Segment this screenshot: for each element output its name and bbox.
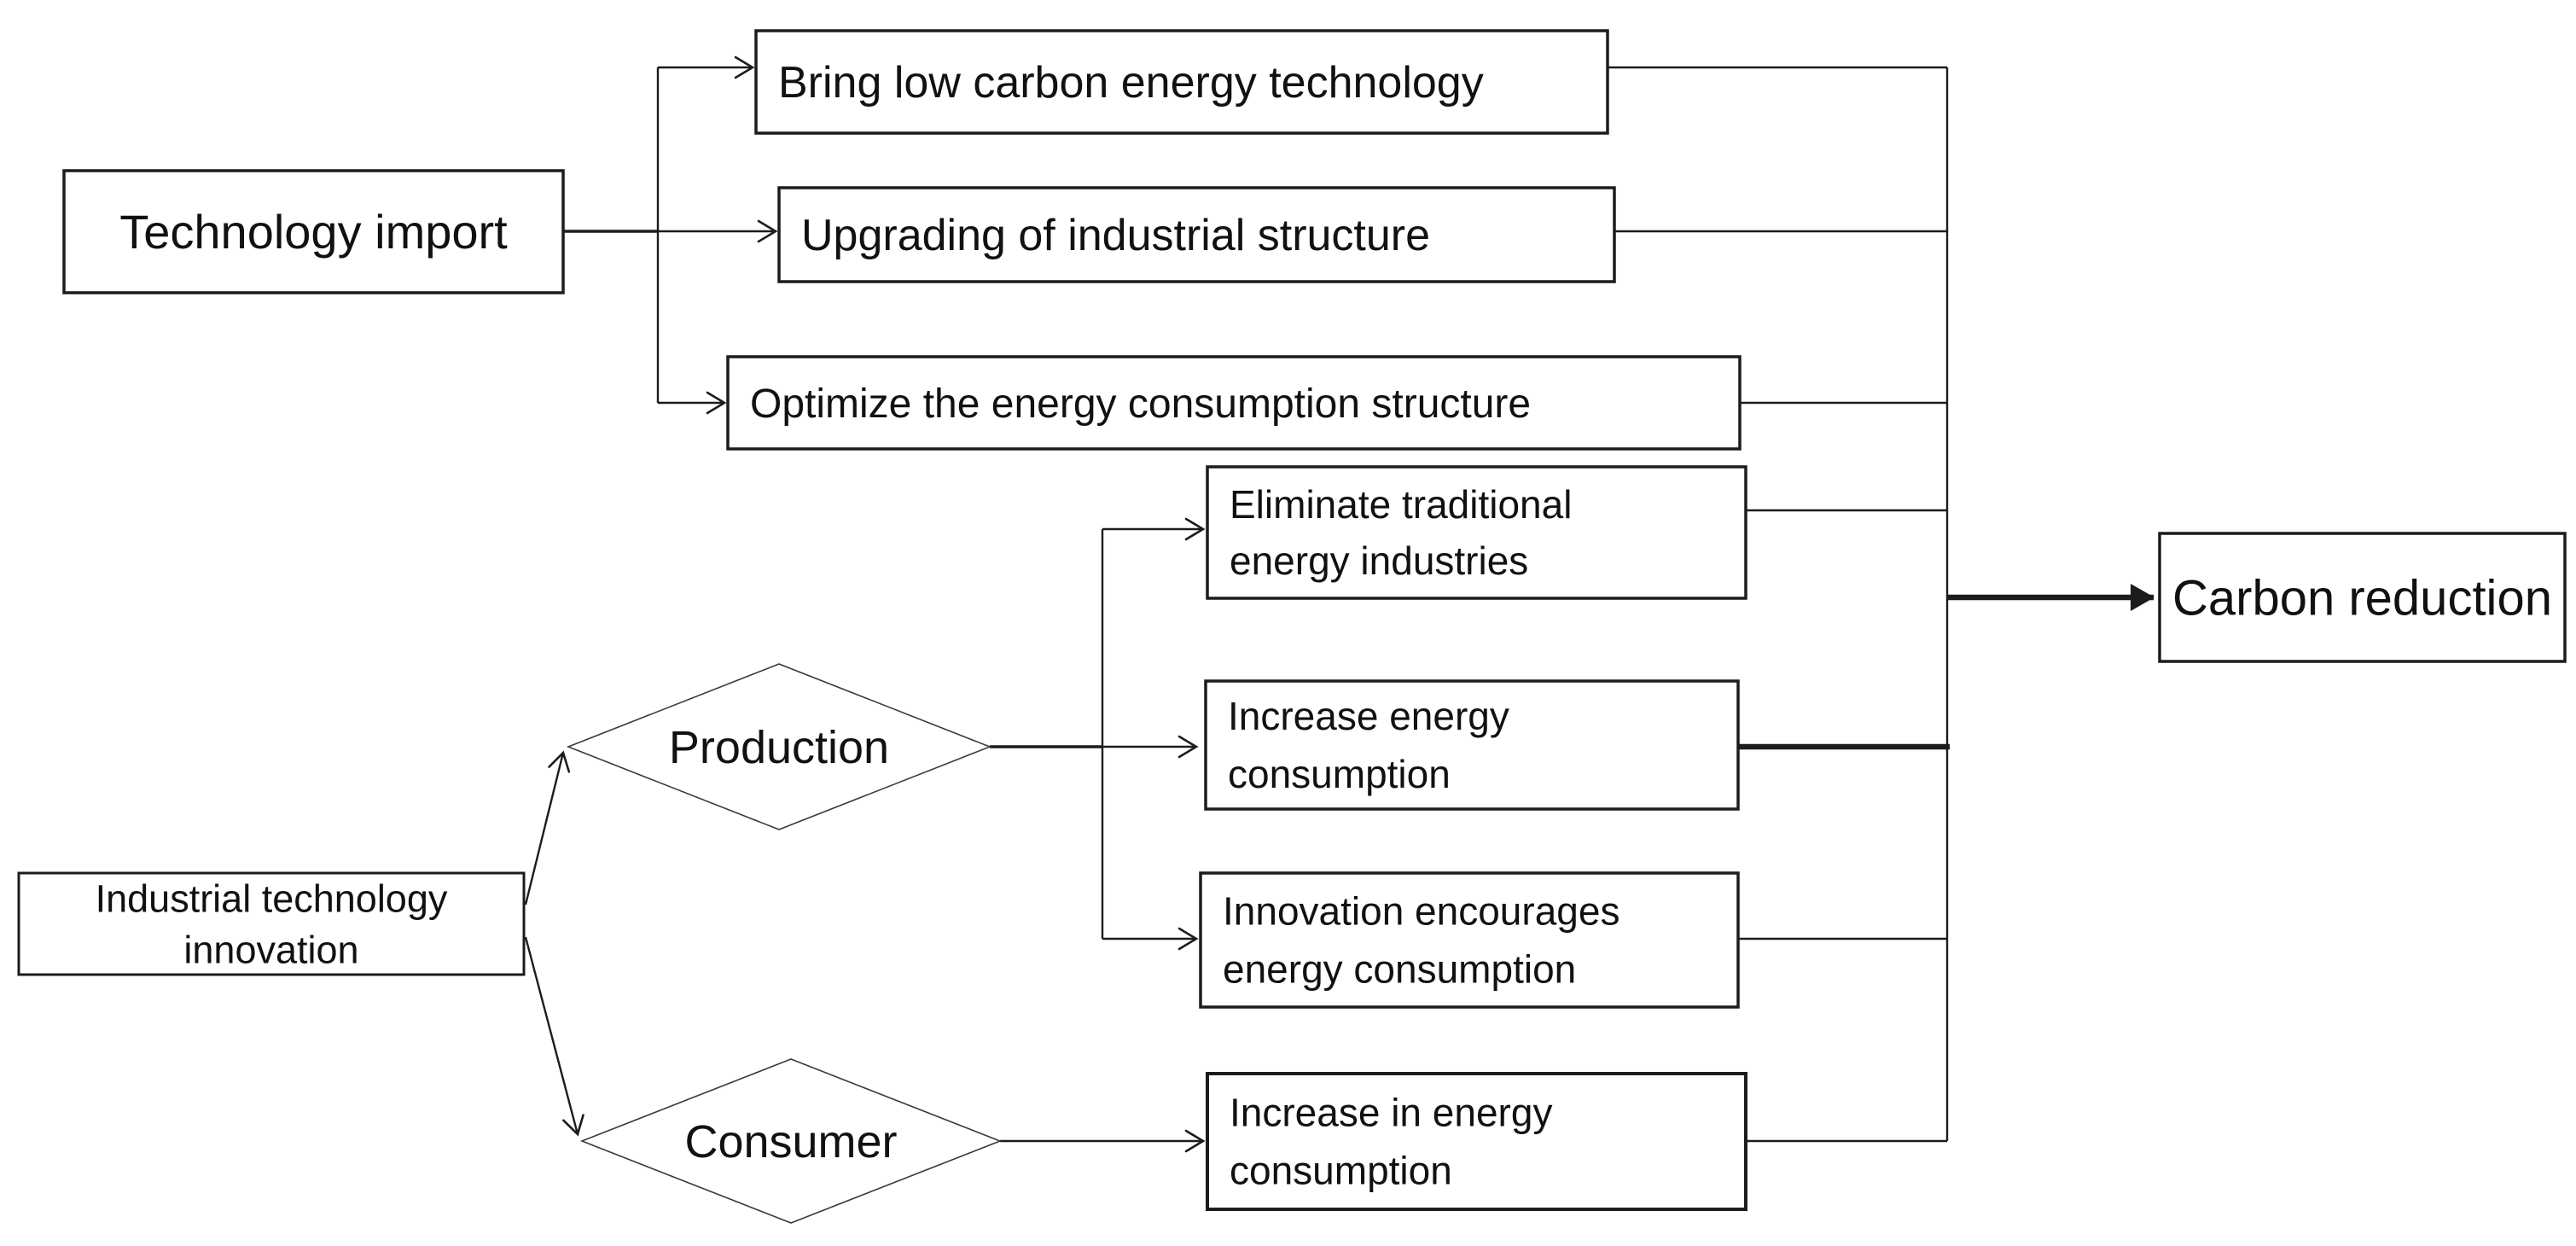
node-layer: Technology import Bring low carbon energy… <box>17 29 2567 1224</box>
node-optimize-energy-consumption-structure-shape <box>726 355 1742 451</box>
edge-layer <box>524 55 2154 1153</box>
node-consumer-shape <box>579 1058 1003 1224</box>
node-upgrading-of-industrial-structure: Upgrading of industrial structure <box>777 186 1616 283</box>
node-production-shape <box>566 663 992 830</box>
node-bring-low-carbon-energy-technology-label: Bring low carbon energy technology <box>778 58 1484 108</box>
node-production-label: Production <box>669 722 889 773</box>
node-carbon-reduction-label: Carbon reduction <box>2172 570 2552 626</box>
node-carbon-reduction: Carbon reduction <box>2158 532 2567 663</box>
node-production: Production <box>566 663 992 830</box>
node-innovation-encourages-energy-consumption-shape <box>1199 871 1740 1009</box>
node-carbon-reduction-shape <box>2158 532 2567 663</box>
node-increase-energy-consumption-production-shape <box>1204 679 1740 811</box>
node-bring-low-carbon-energy-technology-shape <box>754 29 1609 135</box>
node-consumer-label: Consumer <box>684 1116 897 1167</box>
node-consumer: Consumer <box>579 1058 1003 1224</box>
node-increase-in-energy-consumption-shape <box>1206 1072 1747 1211</box>
node-technology-import-label: Technology import <box>119 205 508 259</box>
node-technology-import-shape <box>62 169 565 294</box>
node-eliminate-traditional-energy-industries-shape <box>1206 465 1747 600</box>
edge-industrial-to-consumer <box>524 936 584 1137</box>
node-upgrading-of-industrial-structure-shape <box>777 186 1616 283</box>
node-technology-import: Technology import <box>62 169 565 294</box>
node-optimize-energy-consumption-structure: Optimize the energy consumption structur… <box>726 355 1742 451</box>
node-optimize-energy-consumption-structure-label: Optimize the energy consumption structur… <box>750 381 1531 427</box>
edge-industrial-to-production <box>524 750 571 905</box>
node-bring-low-carbon-energy-technology: Bring low carbon energy technology <box>754 29 1609 135</box>
node-upgrading-of-industrial-structure-label: Upgrading of industrial structure <box>801 211 1430 260</box>
node-industrial-technology-innovation-shape <box>17 871 526 976</box>
